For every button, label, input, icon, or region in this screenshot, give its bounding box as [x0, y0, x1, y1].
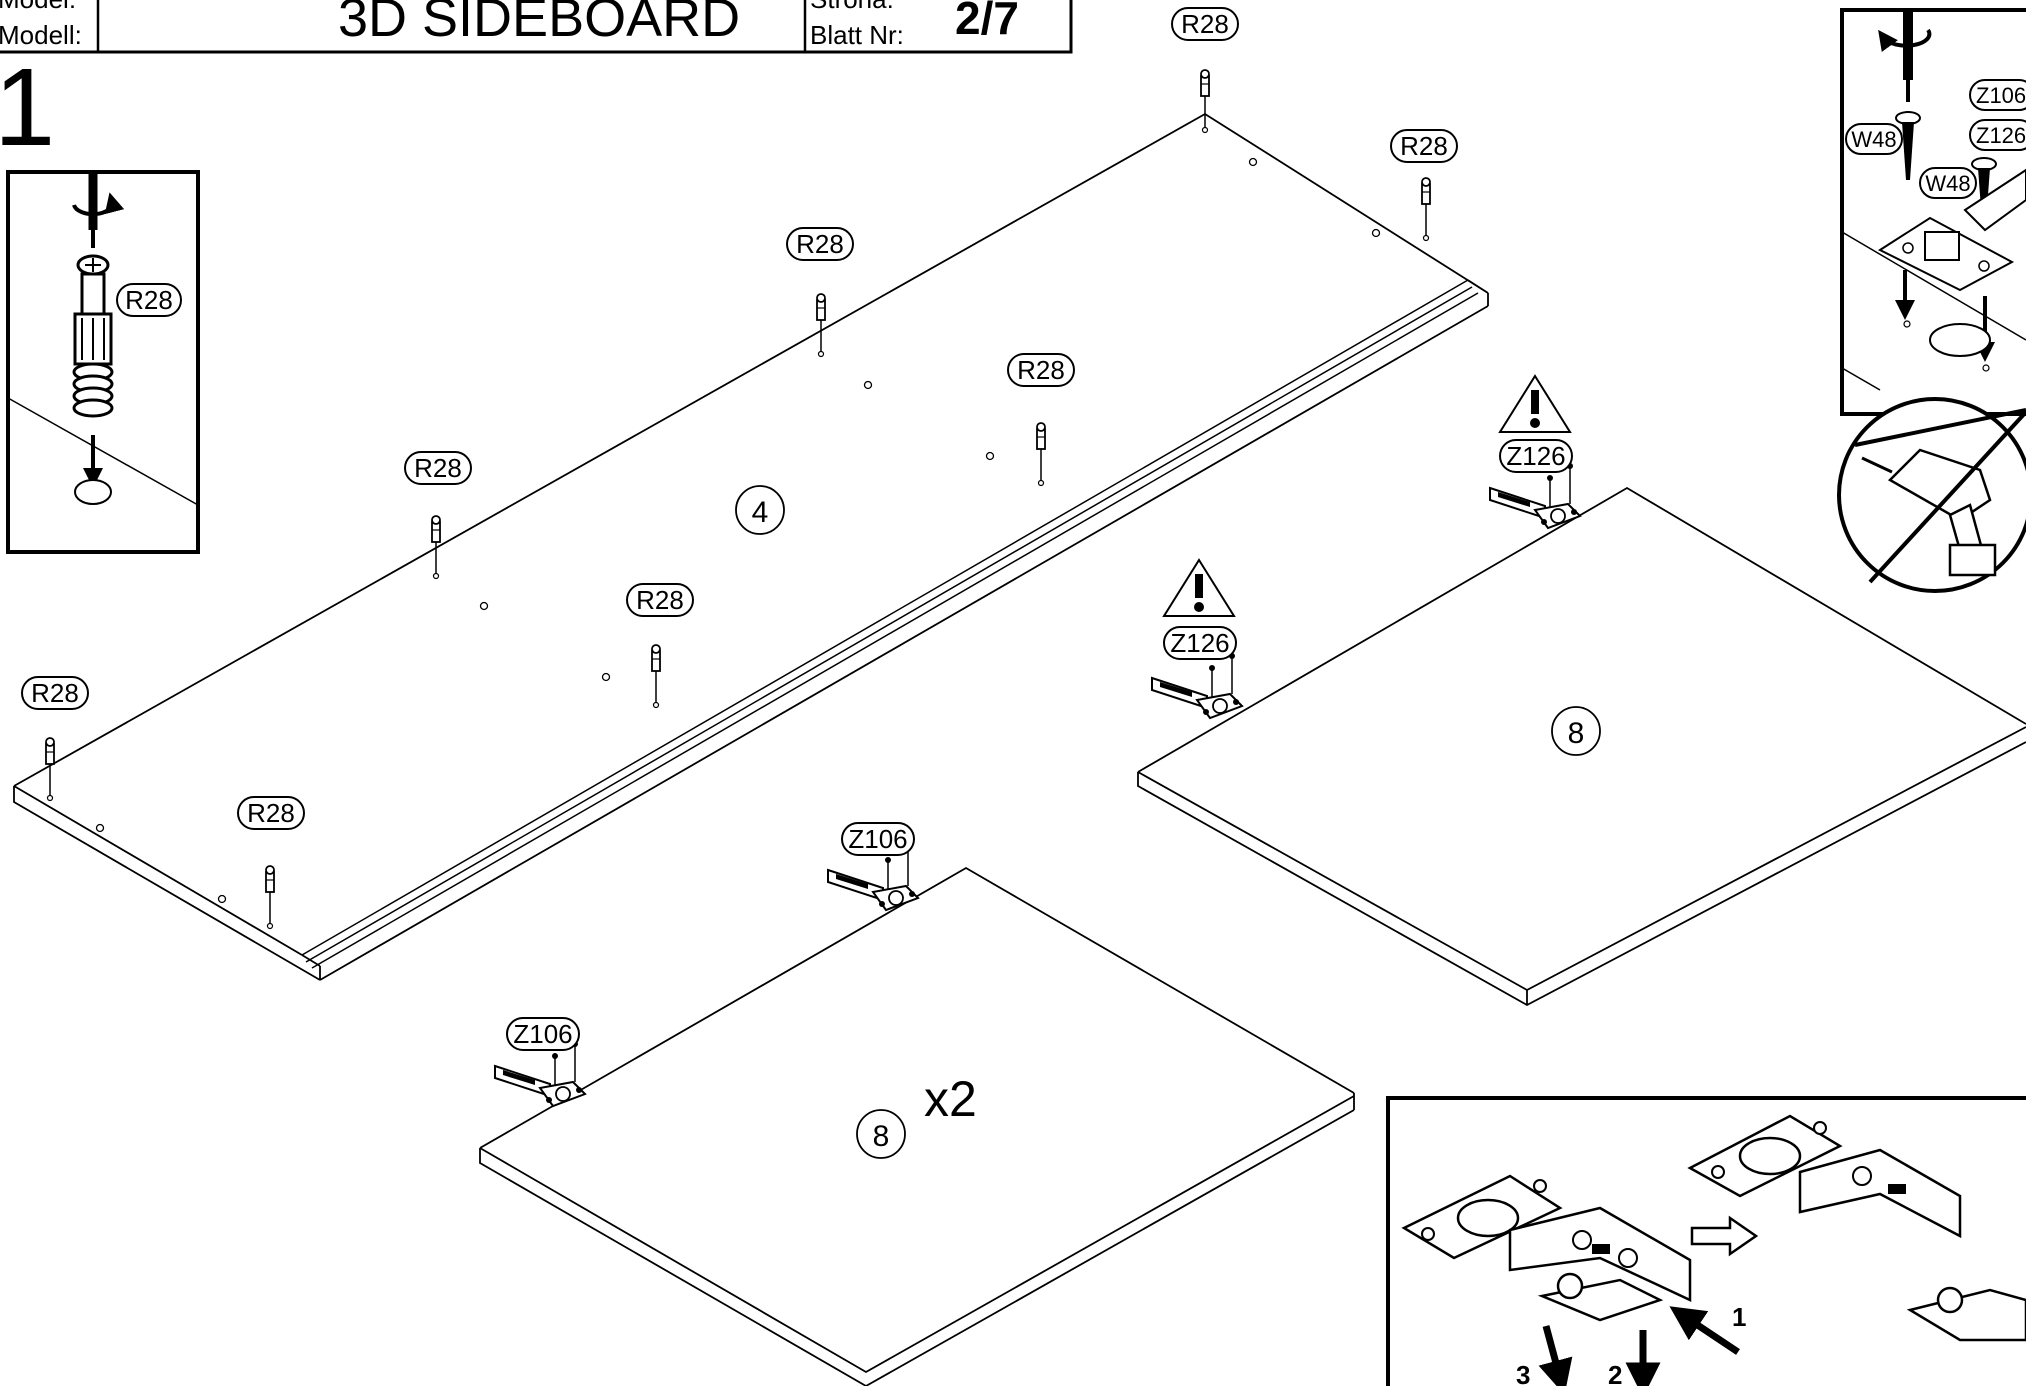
hinge-release-detail-box: 1 2 3: [1386, 1096, 2026, 1386]
svg-text:Z126: Z126: [1506, 441, 1565, 471]
hinge-z126-label: Z126: [1976, 123, 2026, 148]
svg-text:R28: R28: [1017, 355, 1065, 385]
step-1-label: 1: [1732, 1302, 1746, 1332]
outline-arrow-icon: [1690, 1215, 1759, 1257]
page-label-pl: Strona:: [810, 0, 894, 14]
page-title: 3D SIDEBOARD: [338, 0, 740, 48]
page-number: 2/7: [955, 0, 1019, 44]
svg-text:R28: R28: [31, 678, 79, 708]
hinge-z106-label: Z106: [1976, 83, 2026, 108]
svg-text:Z106: Z106: [848, 824, 907, 854]
svg-text:Z106: Z106: [513, 1019, 572, 1049]
svg-text:R28: R28: [796, 229, 844, 259]
dowel-label: R28: [116, 283, 182, 317]
part-number-8-left: 8: [856, 1109, 906, 1159]
cup-hole: [1929, 323, 1991, 357]
svg-text:8: 8: [1568, 717, 1585, 750]
svg-text:R28: R28: [414, 453, 462, 483]
step-3-label: 3: [1516, 1360, 1530, 1386]
hinge-released-icon: [1687, 1114, 2026, 1342]
push-arrow-icon: [1669, 1306, 1740, 1355]
hinge-clipped-icon: [1401, 1174, 1692, 1322]
svg-text:8: 8: [873, 1120, 890, 1153]
part-number-4: 4: [735, 485, 785, 535]
hinge-plate: [1877, 168, 2026, 292]
door-left: 8 x2: [479, 866, 1355, 1386]
dowel-large-icon: [72, 254, 114, 418]
hinge-z106-labels: Z106 Z106: [506, 822, 915, 1051]
step-number: 1: [0, 46, 55, 169]
step-2-label: 2: [1608, 1360, 1622, 1386]
panel-4: 4: [13, 112, 1489, 981]
svg-text:Z126: Z126: [1170, 628, 1229, 658]
drill-hole: [74, 479, 112, 505]
svg-text:R28: R28: [636, 585, 684, 615]
part-number-8-right: 8: [1551, 706, 1601, 756]
screwdriver-icon: [72, 172, 125, 248]
door-right: 8: [1137, 486, 2026, 1007]
dowel-labels: R28 R28 R28 R28 R28 R28 R28 R28: [21, 7, 1458, 830]
no-drill-icon: [1837, 397, 2026, 593]
release-arrow-icon: [1538, 1325, 1573, 1386]
svg-text:R28: R28: [247, 798, 295, 828]
svg-text:R28: R28: [1400, 131, 1448, 161]
svg-text:R28: R28: [125, 285, 173, 315]
screw-detail-box: Z106 Z126 W48 W48: [1840, 8, 2026, 416]
dowel-detail-box: R28: [6, 170, 200, 554]
model-label-pl: Model:: [0, 0, 76, 14]
warning-icon: [1162, 374, 1572, 617]
title-block: Model: Modell: 3D SIDEBOARD Strona: Blat…: [0, 0, 1073, 54]
screw-w48-label: W48: [1851, 127, 1896, 152]
screwdriver-icon: [1878, 10, 1932, 102]
quantity-multiplier: x2: [924, 1071, 977, 1127]
screw-w48-label: W48: [1925, 171, 1970, 196]
page-label-de: Blatt Nr:: [810, 20, 904, 50]
svg-text:R28: R28: [1181, 9, 1229, 39]
model-label-de: Modell:: [0, 20, 82, 50]
hinge-z126-labels: Z126 Z126: [1163, 439, 1573, 660]
svg-text:4: 4: [752, 496, 769, 529]
